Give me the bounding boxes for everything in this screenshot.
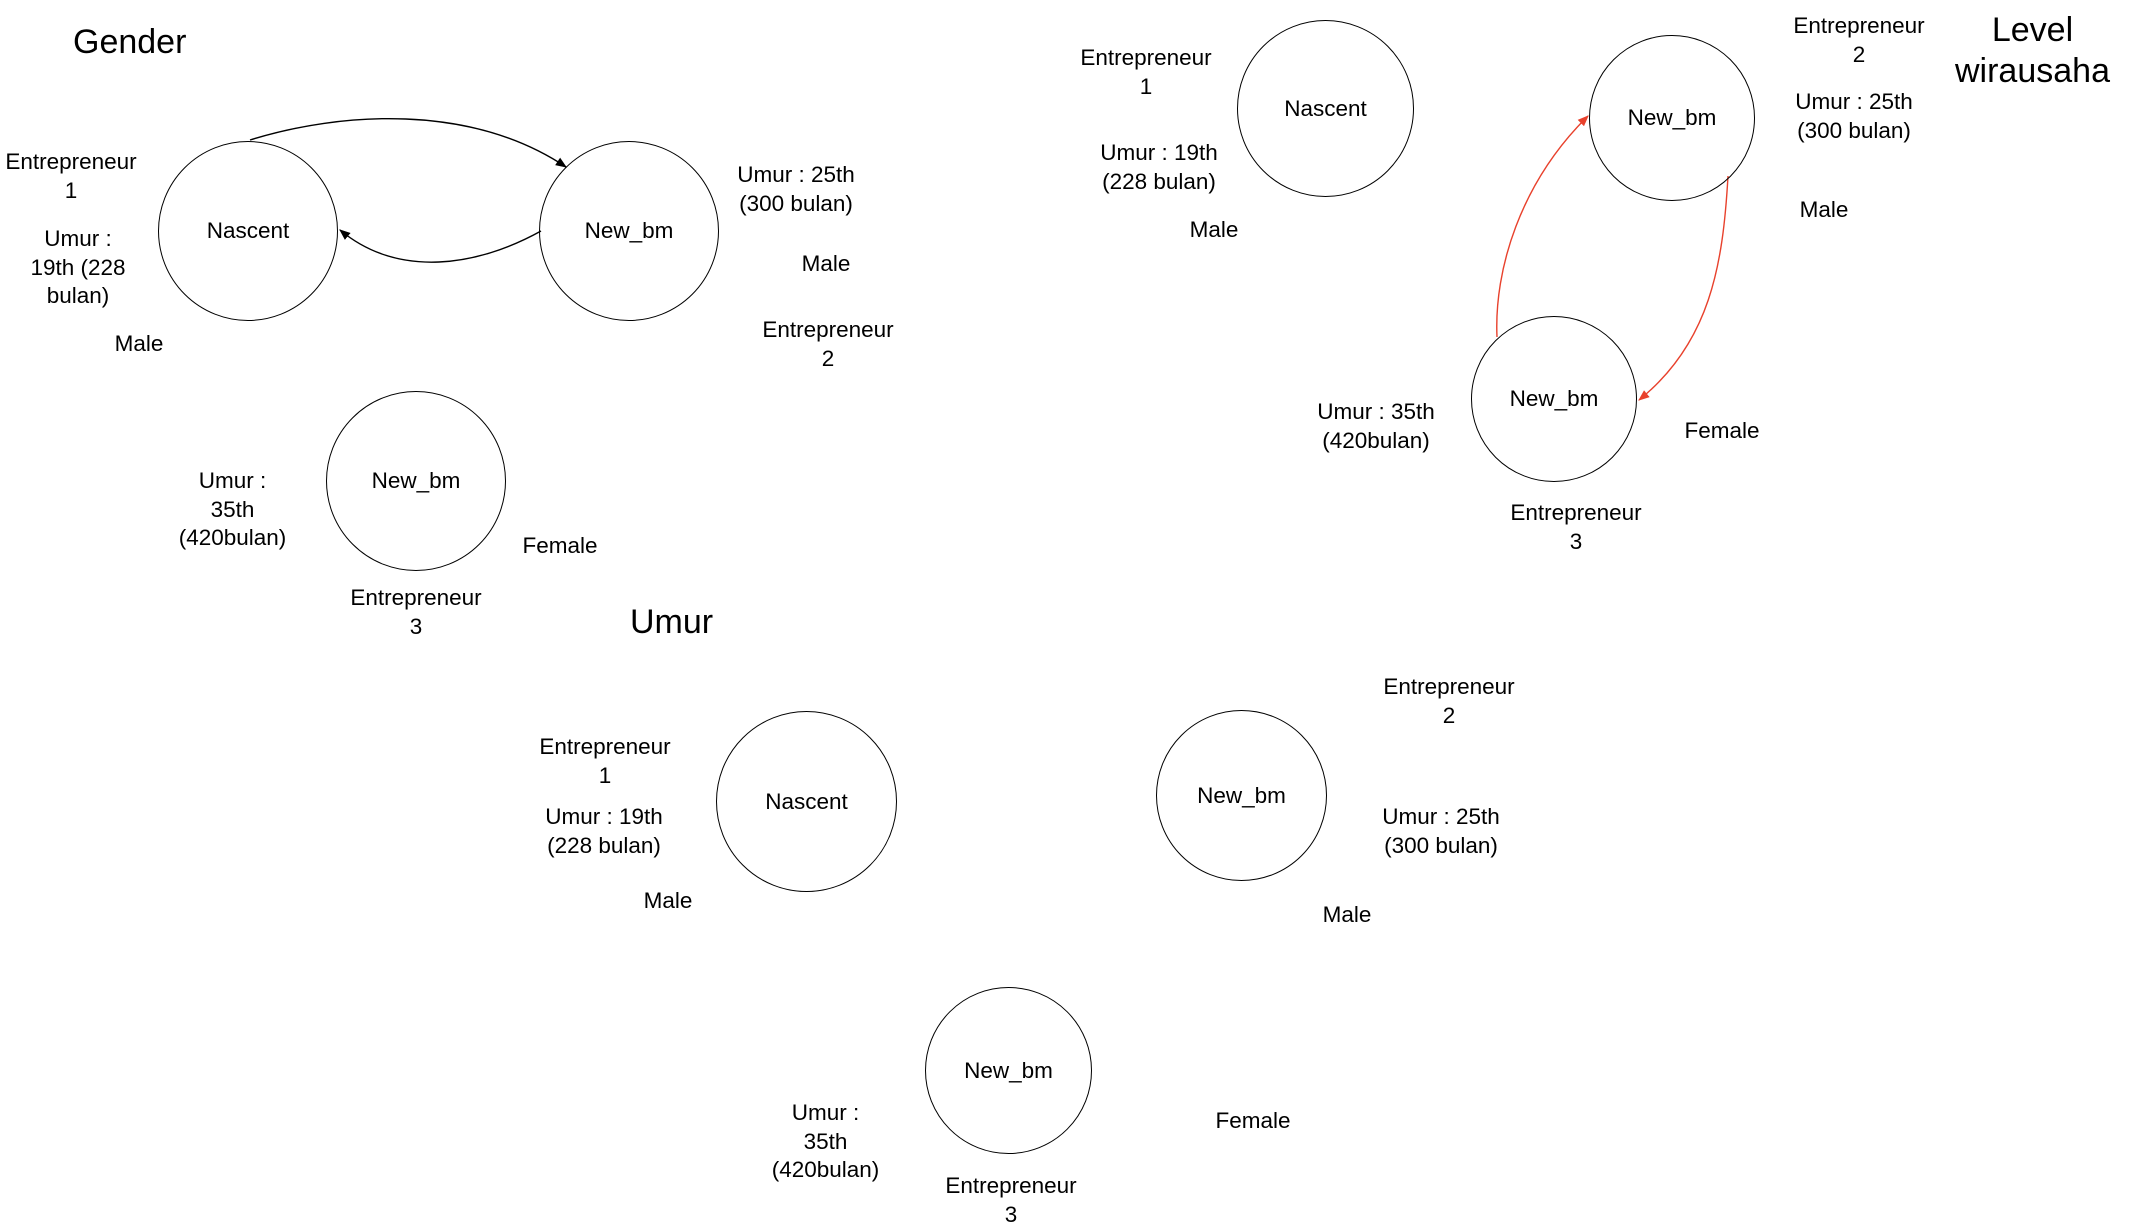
age-label: Umur : 19th(228 bulan) (1100, 140, 1218, 194)
node-label: New_bm (584, 218, 674, 243)
node-label: Nascent (1284, 95, 1367, 121)
node-label: New_bm (1509, 386, 1599, 411)
age-label: Umur : 25th(300 bulan) (1382, 804, 1500, 858)
gender-label: Male (643, 888, 693, 913)
age-label: Umur :35th(420bulan) (771, 1100, 880, 1182)
age-label: Umur : 19th(228 bulan) (545, 804, 663, 858)
edge-newbm-to-nascent (339, 229, 542, 263)
gender-label: Male (801, 251, 851, 276)
node-nascent[interactable]: Nascent (158, 141, 338, 321)
node-nascent[interactable]: Nascent (1237, 20, 1414, 197)
section-title-gender: Gender (73, 23, 187, 61)
age-label: Umur : 25th(300 bulan) (1795, 89, 1913, 143)
age-label: Umur : 25th(300 bulan) (737, 162, 855, 216)
section-title-line: wirausaha (1955, 52, 2110, 90)
node-label: Nascent (206, 218, 290, 243)
edge-nascent-to-newbm (249, 118, 567, 168)
node-label: New_bm (964, 1057, 1053, 1083)
node-label: New_bm (371, 468, 461, 493)
node-nascent[interactable]: Nascent (716, 711, 897, 892)
gender-label: Female (1684, 418, 1760, 443)
node-label: New_bm (1627, 105, 1717, 130)
node-new-bm[interactable]: New_bm (1589, 35, 1755, 201)
gender-label: Male (1322, 902, 1372, 927)
edge-newbm3-to-newbm2[interactable] (1496, 115, 1589, 338)
node-label: Nascent (765, 788, 848, 814)
gender-label: Male (1799, 197, 1849, 222)
node-new-bm[interactable]: New_bm (1471, 316, 1637, 482)
section-title-level-wirausaha: Level wirausaha (1955, 10, 2110, 92)
gender-label: Male (1189, 217, 1239, 242)
gender-label: Female (1215, 1108, 1291, 1133)
node-new-bm[interactable]: New_bm (1156, 710, 1327, 881)
gender-label: Male (114, 331, 164, 356)
age-label: Umur : 35th(420bulan) (1317, 399, 1435, 453)
section-title-line: Level (1991, 11, 2074, 49)
node-new-bm[interactable]: New_bm (925, 987, 1092, 1154)
node-new-bm[interactable]: New_bm (539, 141, 719, 321)
node-new-bm[interactable]: New_bm (326, 391, 506, 571)
node-label: New_bm (1197, 782, 1286, 808)
section-title-umur: Umur (630, 603, 714, 641)
edge-newbm2-to-newbm3[interactable] (1638, 175, 1729, 401)
gender-label: Female (522, 533, 598, 558)
age-label: Umur :35th(420bulan) (178, 468, 287, 550)
